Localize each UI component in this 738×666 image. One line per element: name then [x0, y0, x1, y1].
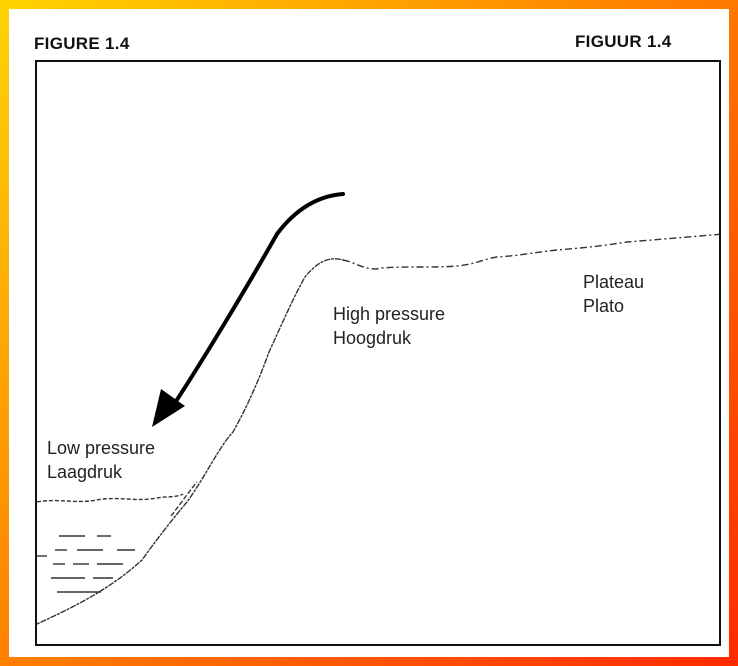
plateau-english: Plateau [583, 272, 645, 292]
high-pressure-label: High pressure Hoogdruk [333, 302, 445, 350]
plateau-dutch: Plato [583, 296, 625, 316]
diagram-box: High pressure Hoogdruk Plateau Plato Low… [35, 60, 721, 646]
high-pressure-english: High pressure [333, 304, 446, 324]
water-surface [37, 493, 184, 503]
figure-label-dutch: FIGUUR 1.4 [575, 32, 672, 51]
low-pressure-dutch: Laagdruk [47, 462, 123, 482]
terrain-sketch [37, 192, 719, 625]
water-hatching [37, 535, 135, 593]
slope-line [37, 258, 344, 625]
high-pressure-dutch: Hoogdruk [333, 328, 412, 348]
low-pressure-english: Low pressure [47, 438, 156, 458]
wind-arrow-shaft [167, 192, 345, 414]
plateau-label: Plateau Plato [583, 270, 644, 318]
figure-canvas [9, 9, 729, 657]
figure-label-english: FIGURE 1.4 [34, 34, 130, 53]
shore-line [170, 481, 198, 517]
wind-arrow-head [152, 389, 185, 427]
low-pressure-label: Low pressure Laagdruk [47, 436, 155, 484]
plateau-line [342, 233, 719, 270]
